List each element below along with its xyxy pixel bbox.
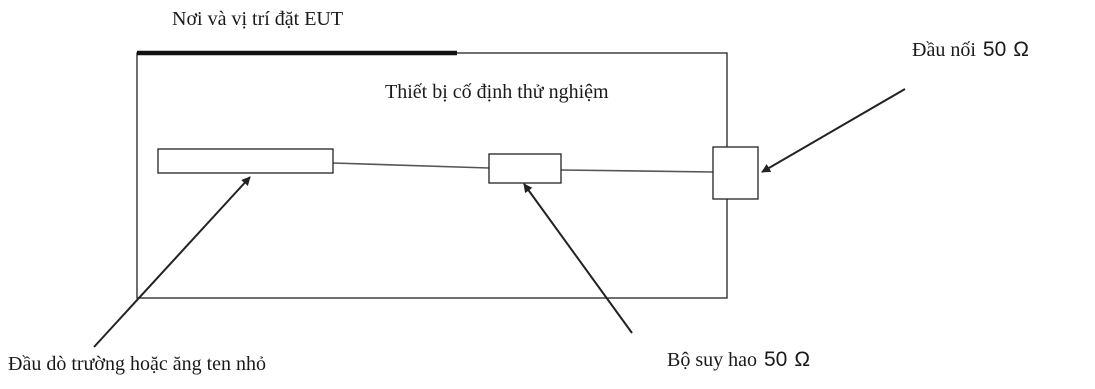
probe-label: Đầu dò trường hoặc ăng ten nhỏ (8, 353, 267, 375)
attenuator-impedance-value: 50 (764, 348, 788, 371)
connector-impedance-value: 50 (982, 38, 1007, 61)
cable-segment-probe-attenuator (332, 162, 490, 169)
arrow-to-probe (93, 176, 251, 348)
attenuator-label: Bộ suy hao 50 Ω (667, 348, 810, 372)
connector-element (712, 146, 759, 200)
connector-label-text: Đầu nối (912, 39, 976, 61)
eut-location-label: Nơi và vị trí đặt EUT (172, 8, 344, 30)
field-probe-element (157, 148, 334, 174)
attenuator-label-text: Bộ suy hao (667, 349, 757, 371)
connector-label: Đầu nối 50 Ω (912, 38, 1029, 62)
arrow-to-attenuator (523, 183, 633, 334)
attenuator-element (488, 153, 562, 184)
test-fixture-label: Thiết bị cố định thử nghiệm (385, 81, 609, 103)
cable-segment-attenuator-connector (560, 169, 714, 173)
connector-impedance-unit: Ω (1013, 38, 1029, 61)
arrow-to-connector (761, 88, 906, 173)
attenuator-impedance-unit: Ω (794, 348, 811, 371)
